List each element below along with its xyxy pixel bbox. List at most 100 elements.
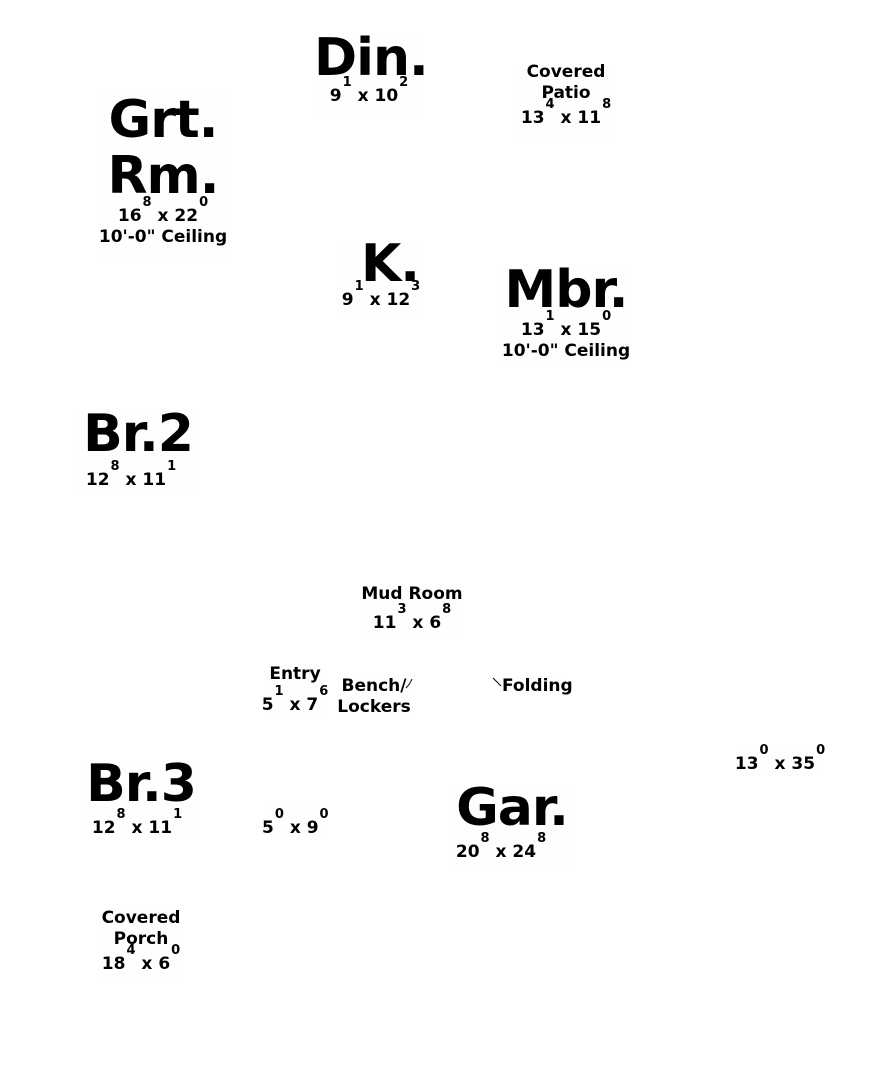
ceiling-height: 10'-0" Ceiling [98,227,228,247]
dim-width-inches: 8 [142,195,152,210]
room-label-great-room: Grt. Rm. 168 x 220 10'-0" Ceiling [94,92,232,262]
room-label-bedroom-2: Br.2 128 x 111 [76,408,200,496]
dim-width: 16 [117,206,142,226]
room-name: Gar. [456,778,569,838]
dim-length-inches: 0 [199,195,209,210]
dim-width-inches: 3 [397,602,407,617]
dim-separator: x [289,695,301,715]
room-name-line2: Porch [113,929,169,949]
dim-width-inches: 1 [545,309,555,324]
dim-length-inches: 1 [173,807,183,822]
room-name-line2: Rm. [107,146,220,206]
dim-length: 11 [148,818,173,838]
dim-width: 18 [101,954,126,974]
dim-width-inches: 1 [274,684,284,699]
dim-width: 11 [372,613,397,633]
dim-width: 9 [329,86,342,106]
dim-width-inches: 8 [110,459,120,474]
room-label-dining: Din. 91 x 102 [314,28,429,120]
room-label-master-bedroom: Mbr. 131 x 150 10'-0" Ceiling [498,264,634,368]
room-dimensions: 130 x 350 [734,744,826,774]
room-name: Br.2 [83,404,194,464]
dim-width-inches: 1 [342,75,352,90]
dim-width: 5 [262,818,274,838]
room-name: Entry [269,664,321,684]
dim-width: 12 [91,818,116,838]
room-name: Mbr. [504,260,629,320]
room-dimensions: 131 x 150 [498,310,634,340]
room-dimensions: 51 x 76 [261,685,329,715]
room-label-bench-lockers: Bench/ Lockers [334,676,414,720]
dim-width-inches: 1 [354,279,364,294]
room-dimensions: 134 x 118 [515,98,617,128]
room-label-mud-room: Mud Room 113 x 68 [360,584,464,636]
dim-width-inches: 4 [545,97,555,112]
dim-width: 13 [734,754,759,774]
room-name: Folding [502,676,573,696]
dim-separator: x [141,954,153,974]
dim-length-inches: 0 [319,807,329,822]
room-name-line1: Covered [101,908,181,928]
room-name-line1: Grt. [108,90,219,150]
room-name-line1: Covered [526,62,606,82]
dim-separator: x [495,842,507,862]
dim-length-inches: 2 [399,75,409,90]
dim-separator: x [357,86,369,106]
dim-length: 24 [512,842,537,862]
dim-length-inches: 0 [171,943,181,958]
dim-length: 11 [142,470,167,490]
dim-width-inches: 8 [116,807,126,822]
dim-width: 20 [455,842,480,862]
room-dimensions: 128 x 111 [76,460,200,490]
dim-length-inches: 1 [167,459,177,474]
dim-separator: x [560,320,572,340]
room-name-line2: Lockers [337,697,411,717]
dim-length: 12 [386,290,411,310]
room-dimensions: 128 x 111 [82,808,200,838]
dim-length-inches: 8 [537,831,547,846]
dim-width-inches: 4 [126,943,136,958]
room-dimensions: 113 x 68 [360,603,464,633]
dim-length-inches: 8 [602,97,612,112]
dim-length-inches: 8 [442,602,452,617]
room-dimensions: 91 x 102 [314,76,424,106]
room-dimensions: 50 x 90 [262,808,329,838]
dim-width: 5 [261,695,274,715]
dim-width: 13 [520,108,545,128]
room-dimensions: 168 x 220 [94,196,232,226]
dim-width: 12 [85,470,110,490]
room-label-covered-porch: Covered Porch 184 x 60 [98,908,184,984]
dim-separator: x [369,290,381,310]
room-label-entry: Entry 51 x 76 [261,664,329,720]
room-name: Br.3 [86,754,197,814]
room-label-covered-patio: Covered Patio 134 x 118 [515,62,617,146]
folding-wall-tick [492,677,502,687]
dim-width-inches: 8 [480,831,490,846]
room-dimensions: 184 x 60 [98,944,184,974]
room-name: Din. [314,28,429,88]
room-name: K. [360,234,420,294]
bench-wall-tick [405,678,413,689]
dim-width-inches: 0 [759,743,769,758]
dim-separator: x [774,754,786,774]
dim-length: 15 [577,320,602,340]
dim-length: 11 [577,108,602,128]
room-label-bedroom-3: Br.3 128 x 111 [82,758,200,842]
room-label-garage: Gar. 208 x 248 [448,782,576,872]
room-dimensions: 91 x 123 [336,280,426,310]
dim-separator: x [560,108,572,128]
dim-length-inches: 6 [319,684,329,699]
dim-length: 6 [429,613,442,633]
dim-separator: x [412,613,424,633]
dim-separator: x [125,470,137,490]
dim-length: 6 [158,954,171,974]
room-name-line2: Patio [541,83,591,103]
dim-separator: x [289,818,301,838]
room-label-folding: Folding [502,676,573,698]
dim-length: 7 [306,695,319,715]
room-name-line1: Bench/ [341,676,407,696]
dim-length: 9 [306,818,319,838]
dim-length-inches: 3 [411,279,421,294]
dim-separator: x [131,818,143,838]
dim-length-inches: 0 [816,743,826,758]
